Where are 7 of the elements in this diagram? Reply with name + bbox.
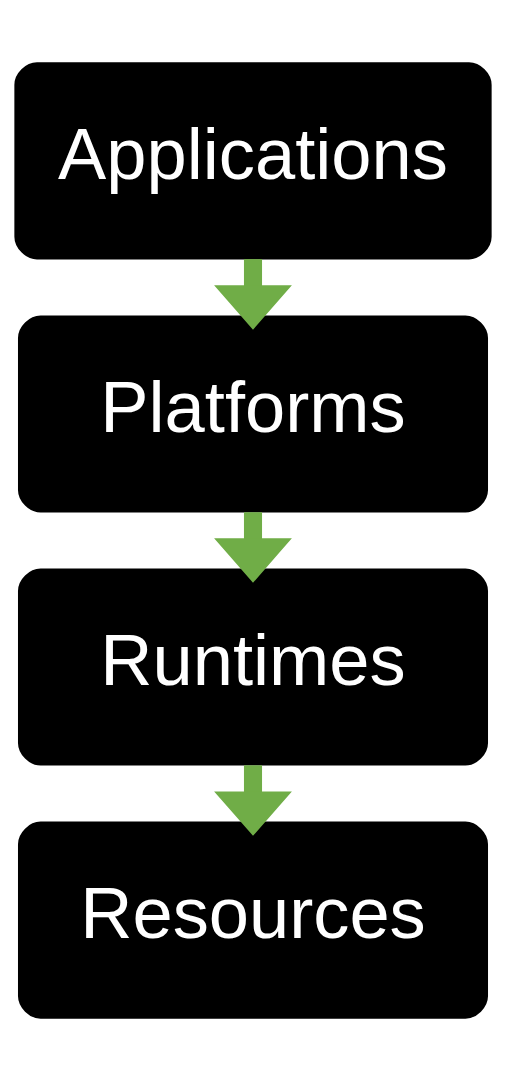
arrow [214, 764, 292, 836]
node-box: Platforms [18, 314, 488, 512]
arrow [214, 258, 292, 330]
node-box: Resources [18, 821, 488, 1019]
node-box: Runtimes [18, 568, 488, 766]
node-box: Applications [14, 61, 492, 259]
arrow [214, 511, 292, 583]
